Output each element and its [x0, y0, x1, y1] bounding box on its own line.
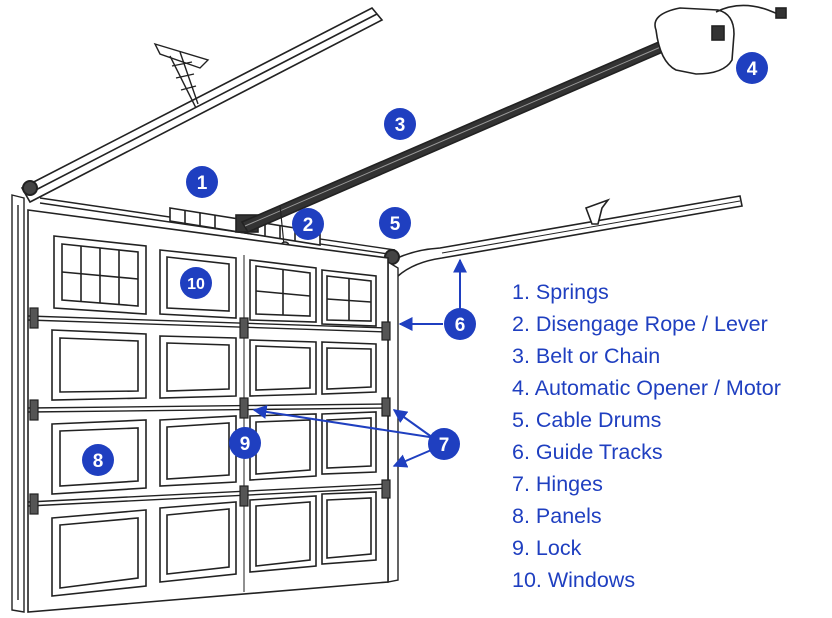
- svg-text:1: 1: [197, 173, 208, 194]
- svg-text:10: 10: [187, 276, 205, 293]
- ceiling-bracket: [153, 42, 210, 109]
- left-cable-drum: [22, 180, 38, 196]
- badge-hinges: 7: [428, 428, 460, 460]
- right-vertical-track: [387, 260, 399, 583]
- callout-arrows: [252, 258, 467, 468]
- badge-springs: 1: [186, 166, 218, 198]
- badge-panels: 8: [82, 444, 114, 476]
- legend-item-tracks: 6. Guide Tracks: [512, 440, 663, 464]
- svg-text:7: 7: [439, 435, 450, 456]
- legend-item-rope: 2. Disengage Rope / Lever: [512, 312, 768, 336]
- badge-rope: 2: [292, 208, 324, 240]
- badge-belt: 3: [384, 108, 416, 140]
- badge-lock: 9: [229, 427, 261, 459]
- door-sections: [27, 255, 389, 592]
- legend-item-drums: 5. Cable Drums: [512, 408, 662, 432]
- left-vertical-track: [11, 194, 25, 613]
- opener-motor: [654, 4, 787, 75]
- windows: [53, 235, 377, 327]
- legend-item-panels: 8. Panels: [512, 504, 602, 528]
- legend-item-hinges: 7. Hinges: [512, 472, 603, 496]
- right-horizontal-track: [388, 195, 743, 278]
- legend-item-windows: 10. Windows: [512, 568, 636, 592]
- left-horizontal-track: [20, 6, 384, 204]
- svg-text:5: 5: [390, 214, 401, 235]
- svg-text:9: 9: [240, 434, 251, 455]
- hinges: [29, 307, 391, 515]
- badge-tracks: 6: [444, 308, 476, 340]
- legend-item-belt: 3. Belt or Chain: [512, 344, 661, 368]
- badge-opener: 4: [736, 52, 768, 84]
- badge-windows: 10: [180, 267, 212, 299]
- svg-text:6: 6: [455, 315, 466, 336]
- badge-drums: 5: [379, 207, 411, 239]
- legend-item-springs: 1. Springs: [512, 280, 609, 304]
- svg-text:8: 8: [93, 451, 104, 472]
- parts-legend: 1. Springs 2. Disengage Rope / Lever 3. …: [512, 276, 781, 596]
- raised-panels: [51, 329, 377, 597]
- legend-item-opener: 4. Automatic Opener / Motor: [512, 376, 781, 400]
- svg-text:3: 3: [395, 115, 406, 136]
- legend-item-lock: 9. Lock: [512, 536, 582, 560]
- svg-text:4: 4: [747, 59, 758, 80]
- svg-text:2: 2: [303, 215, 314, 236]
